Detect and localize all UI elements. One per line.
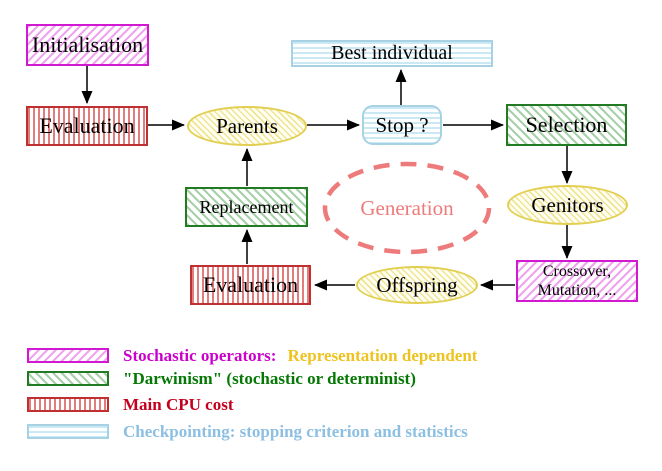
legend-row-stochastic: Stochastic operators: Representation depe…: [27, 347, 477, 364]
node-generation-label: Generation: [360, 195, 454, 220]
legend-swatch-stochastic-operators: [27, 348, 109, 363]
legend-representation-dependent-text: Representation dependent: [287, 346, 478, 365]
legend-label-stochastic: Stochastic operators: Representation depe…: [123, 347, 477, 364]
legend-swatch-cpu-cost: [27, 397, 109, 412]
legend-swatch-darwinism: [27, 371, 109, 386]
node-parents: Parents: [187, 106, 307, 146]
node-crossover-mutation: Crossover, Mutation, ...: [516, 260, 638, 302]
legend-cpu-cost-text: Main CPU cost: [123, 395, 234, 414]
node-evaluation-bottom: Evaluation: [190, 265, 311, 305]
node-offspring: Offspring: [356, 266, 478, 304]
legend-row-checkpointing: Checkpointing: stopping criterion and st…: [27, 423, 468, 440]
node-genitors: Genitors: [507, 185, 628, 225]
node-best-individual: Best individual: [291, 40, 493, 67]
mutation-line: Mutation, ...: [537, 282, 617, 299]
legend-row-darwinism: "Darwinism" (stochastic or determinist): [27, 370, 416, 387]
legend-row-cpu-cost: Main CPU cost: [27, 396, 233, 413]
node-replacement: Replacement: [185, 187, 308, 227]
crossover-line: Crossover,: [542, 263, 612, 280]
legend-swatch-checkpointing: [27, 424, 109, 439]
node-selection: Selection: [506, 104, 627, 146]
node-stop: Stop ?: [362, 105, 442, 145]
legend-darwinism-text: "Darwinism" (stochastic or determinist): [123, 369, 416, 388]
node-evaluation-top: Evaluation: [26, 106, 148, 146]
legend-stochastic-operators-text: Stochastic operators:: [123, 346, 277, 365]
node-initialisation: Initialisation: [26, 24, 149, 66]
crossover-mutation-label: Crossover, Mutation, ...: [538, 262, 617, 300]
legend-checkpointing-text: Checkpointing: stopping criterion and st…: [123, 422, 468, 441]
